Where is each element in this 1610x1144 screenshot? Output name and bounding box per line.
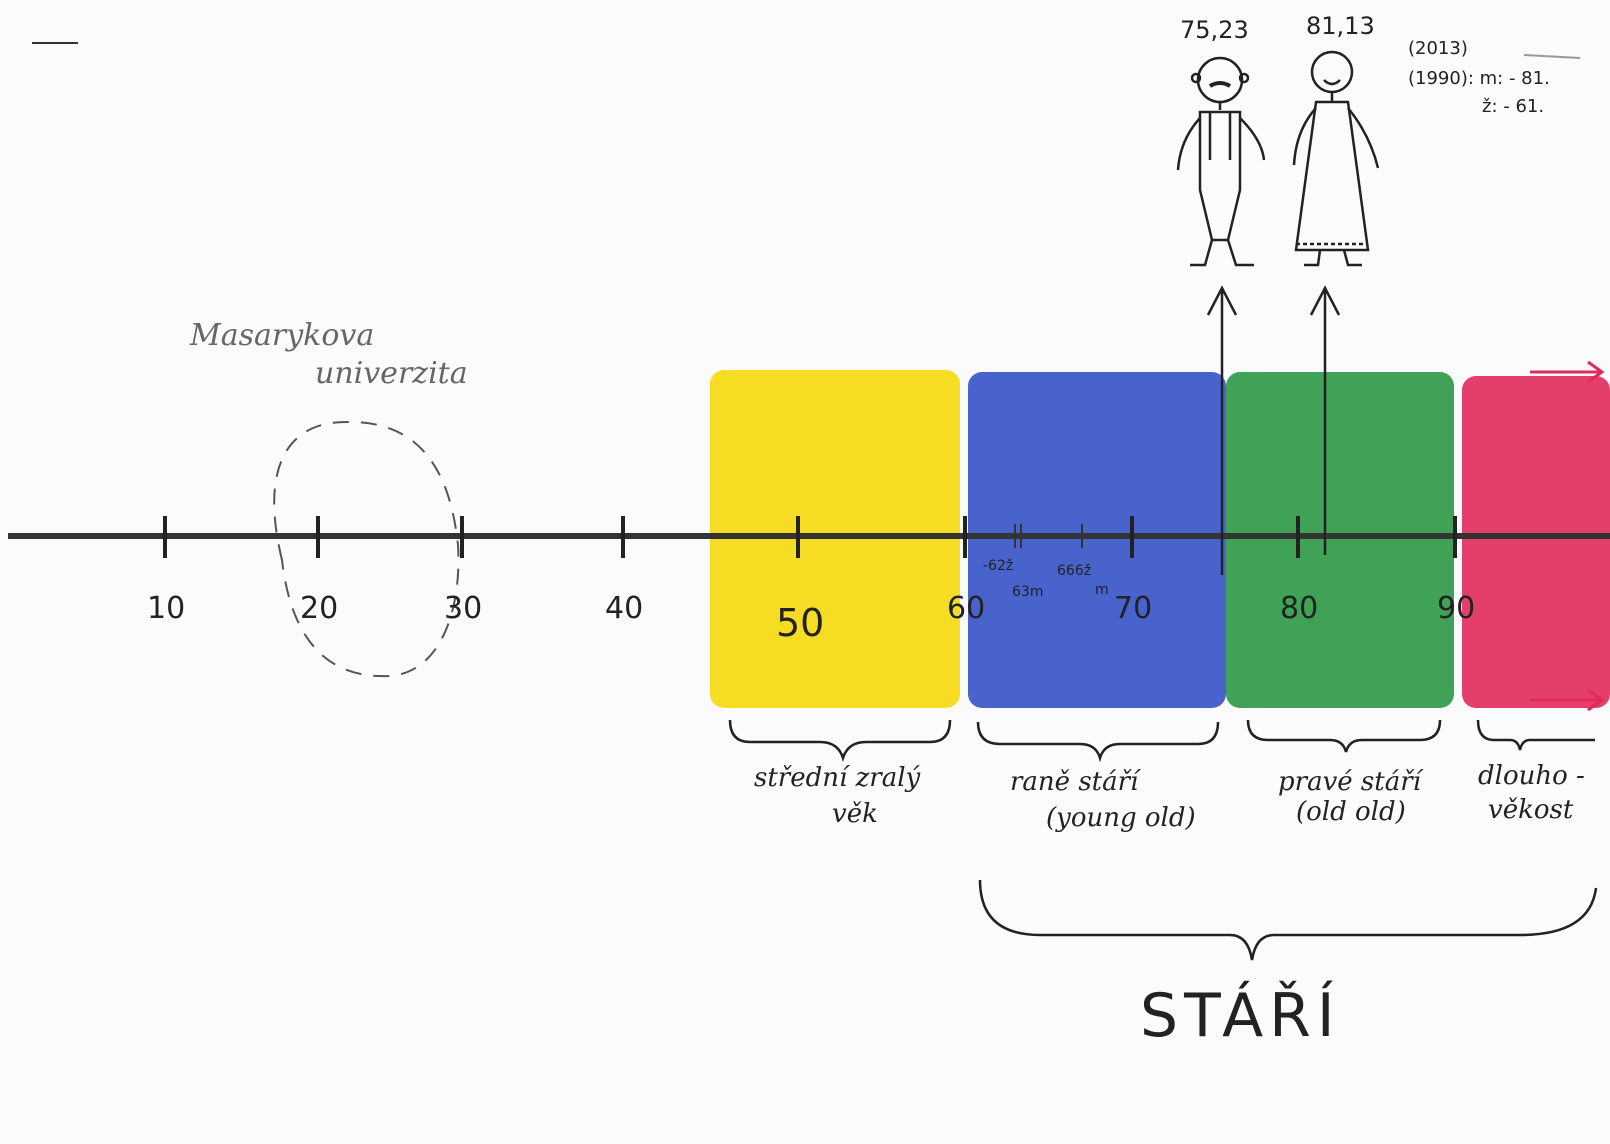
caption-young-old-1: raně stáří <box>1010 767 1142 797</box>
brace-longevity <box>1476 719 1595 751</box>
small-mark-label-bottom-1: 63m <box>1012 584 1043 600</box>
woman-value: 81,13 <box>1306 12 1375 40</box>
caption-middle-1: střední zralý <box>754 763 921 793</box>
band-young-old <box>968 372 1226 708</box>
old-age-caption: STÁŘÍ <box>1140 979 1341 1051</box>
note-line1: (2013) <box>1408 38 1468 59</box>
tick-label-70: 70 <box>1114 591 1152 626</box>
woman-arrow <box>1309 285 1341 555</box>
caption-middle-2: věk <box>832 799 878 829</box>
caption-longevity-2: věkost <box>1488 795 1574 825</box>
man-figure <box>1176 56 1266 267</box>
university-line1: Masarykova <box>189 318 374 353</box>
university-dashed-loop <box>273 420 460 678</box>
small-mark-label-bottom-2: m <box>1095 582 1109 598</box>
tick-label-50: 50 <box>776 601 824 645</box>
brace-middle <box>728 719 952 763</box>
tick-label-10: 10 <box>147 591 185 626</box>
caption-longevity-1: dlouho - <box>1478 761 1585 791</box>
note-mark <box>1523 54 1581 59</box>
band-old-old <box>1226 372 1454 708</box>
longevity-arrow-bottom <box>1530 688 1605 712</box>
brace-old-old <box>1246 719 1442 753</box>
note-line3: ž: - 61. <box>1482 96 1544 117</box>
tick-label-40: 40 <box>605 591 643 626</box>
small-mark-label-top-1: -62ž <box>983 558 1013 574</box>
tick-label-60: 60 <box>947 591 985 626</box>
university-line2: univerzita <box>315 356 468 391</box>
tick-label-80: 80 <box>1280 591 1318 626</box>
small-mark-label-top-2: 666ž <box>1057 563 1091 579</box>
caption-young-old-2: (young old) <box>1046 803 1196 833</box>
band-longevity <box>1462 376 1610 708</box>
timeline-ticks: 10 20 30 40 50 60 70 80 90 <box>147 516 1475 645</box>
note-line2: (1990): m: - 81. <box>1408 68 1550 89</box>
tick-label-20: 20 <box>300 591 338 626</box>
brace-young-old <box>976 721 1220 763</box>
tick-label-30: 30 <box>444 591 482 626</box>
brace-old-age <box>978 879 1598 961</box>
man-value: 75,23 <box>1180 16 1249 44</box>
tick-label-90: 90 <box>1437 591 1475 626</box>
caption-old-old-1: pravé stáří <box>1278 767 1425 797</box>
longevity-arrow-top <box>1530 360 1605 384</box>
man-arrow <box>1206 285 1238 575</box>
woman-figure <box>1292 50 1380 267</box>
caption-old-old-2: (old old) <box>1296 797 1406 827</box>
